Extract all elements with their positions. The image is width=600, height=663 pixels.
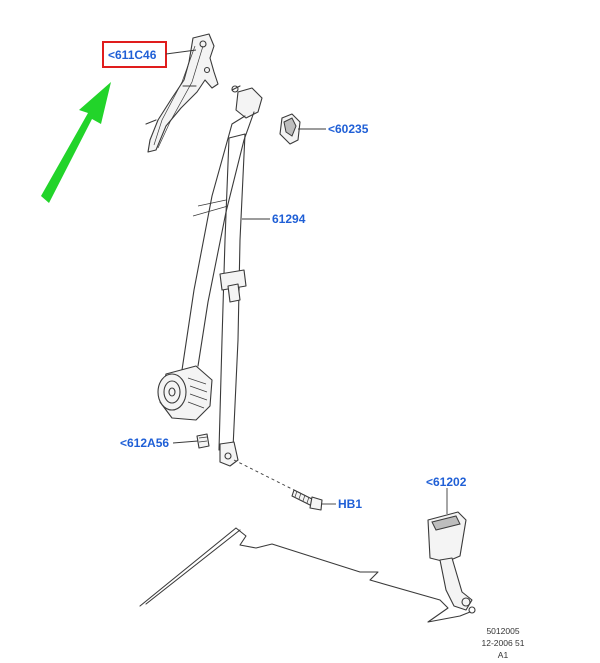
label-612a56[interactable]: <612A56 [120, 436, 169, 450]
pointer-arrow [41, 82, 111, 203]
d-ring-guide[interactable] [231, 85, 263, 119]
trim-cover-part[interactable] [279, 113, 301, 145]
label-611c46[interactable]: <611C46 [108, 48, 157, 62]
label-61202[interactable]: <61202 [426, 475, 467, 489]
ref-line-1: 5012005 [486, 626, 519, 636]
ref-line-2: 12-2006 51 [481, 638, 524, 648]
label-60235[interactable]: <60235 [328, 122, 369, 136]
lower-anchor-part[interactable] [219, 441, 239, 467]
leader-611c46 [165, 49, 197, 55]
wire-harness [139, 527, 471, 623]
hb1-bolt-part[interactable] [291, 489, 323, 511]
anchor-bolt-part[interactable] [196, 433, 210, 449]
buckle-part[interactable] [427, 511, 476, 614]
height-adjuster-part[interactable] [145, 33, 219, 153]
ref-line-3: A1 [498, 650, 509, 660]
leader-612a56 [172, 440, 199, 444]
label-hb1[interactable]: HB1 [338, 497, 362, 511]
highlight-box [102, 41, 167, 68]
label-61294[interactable]: 61294 [272, 212, 306, 226]
retractor-part[interactable] [157, 365, 213, 421]
